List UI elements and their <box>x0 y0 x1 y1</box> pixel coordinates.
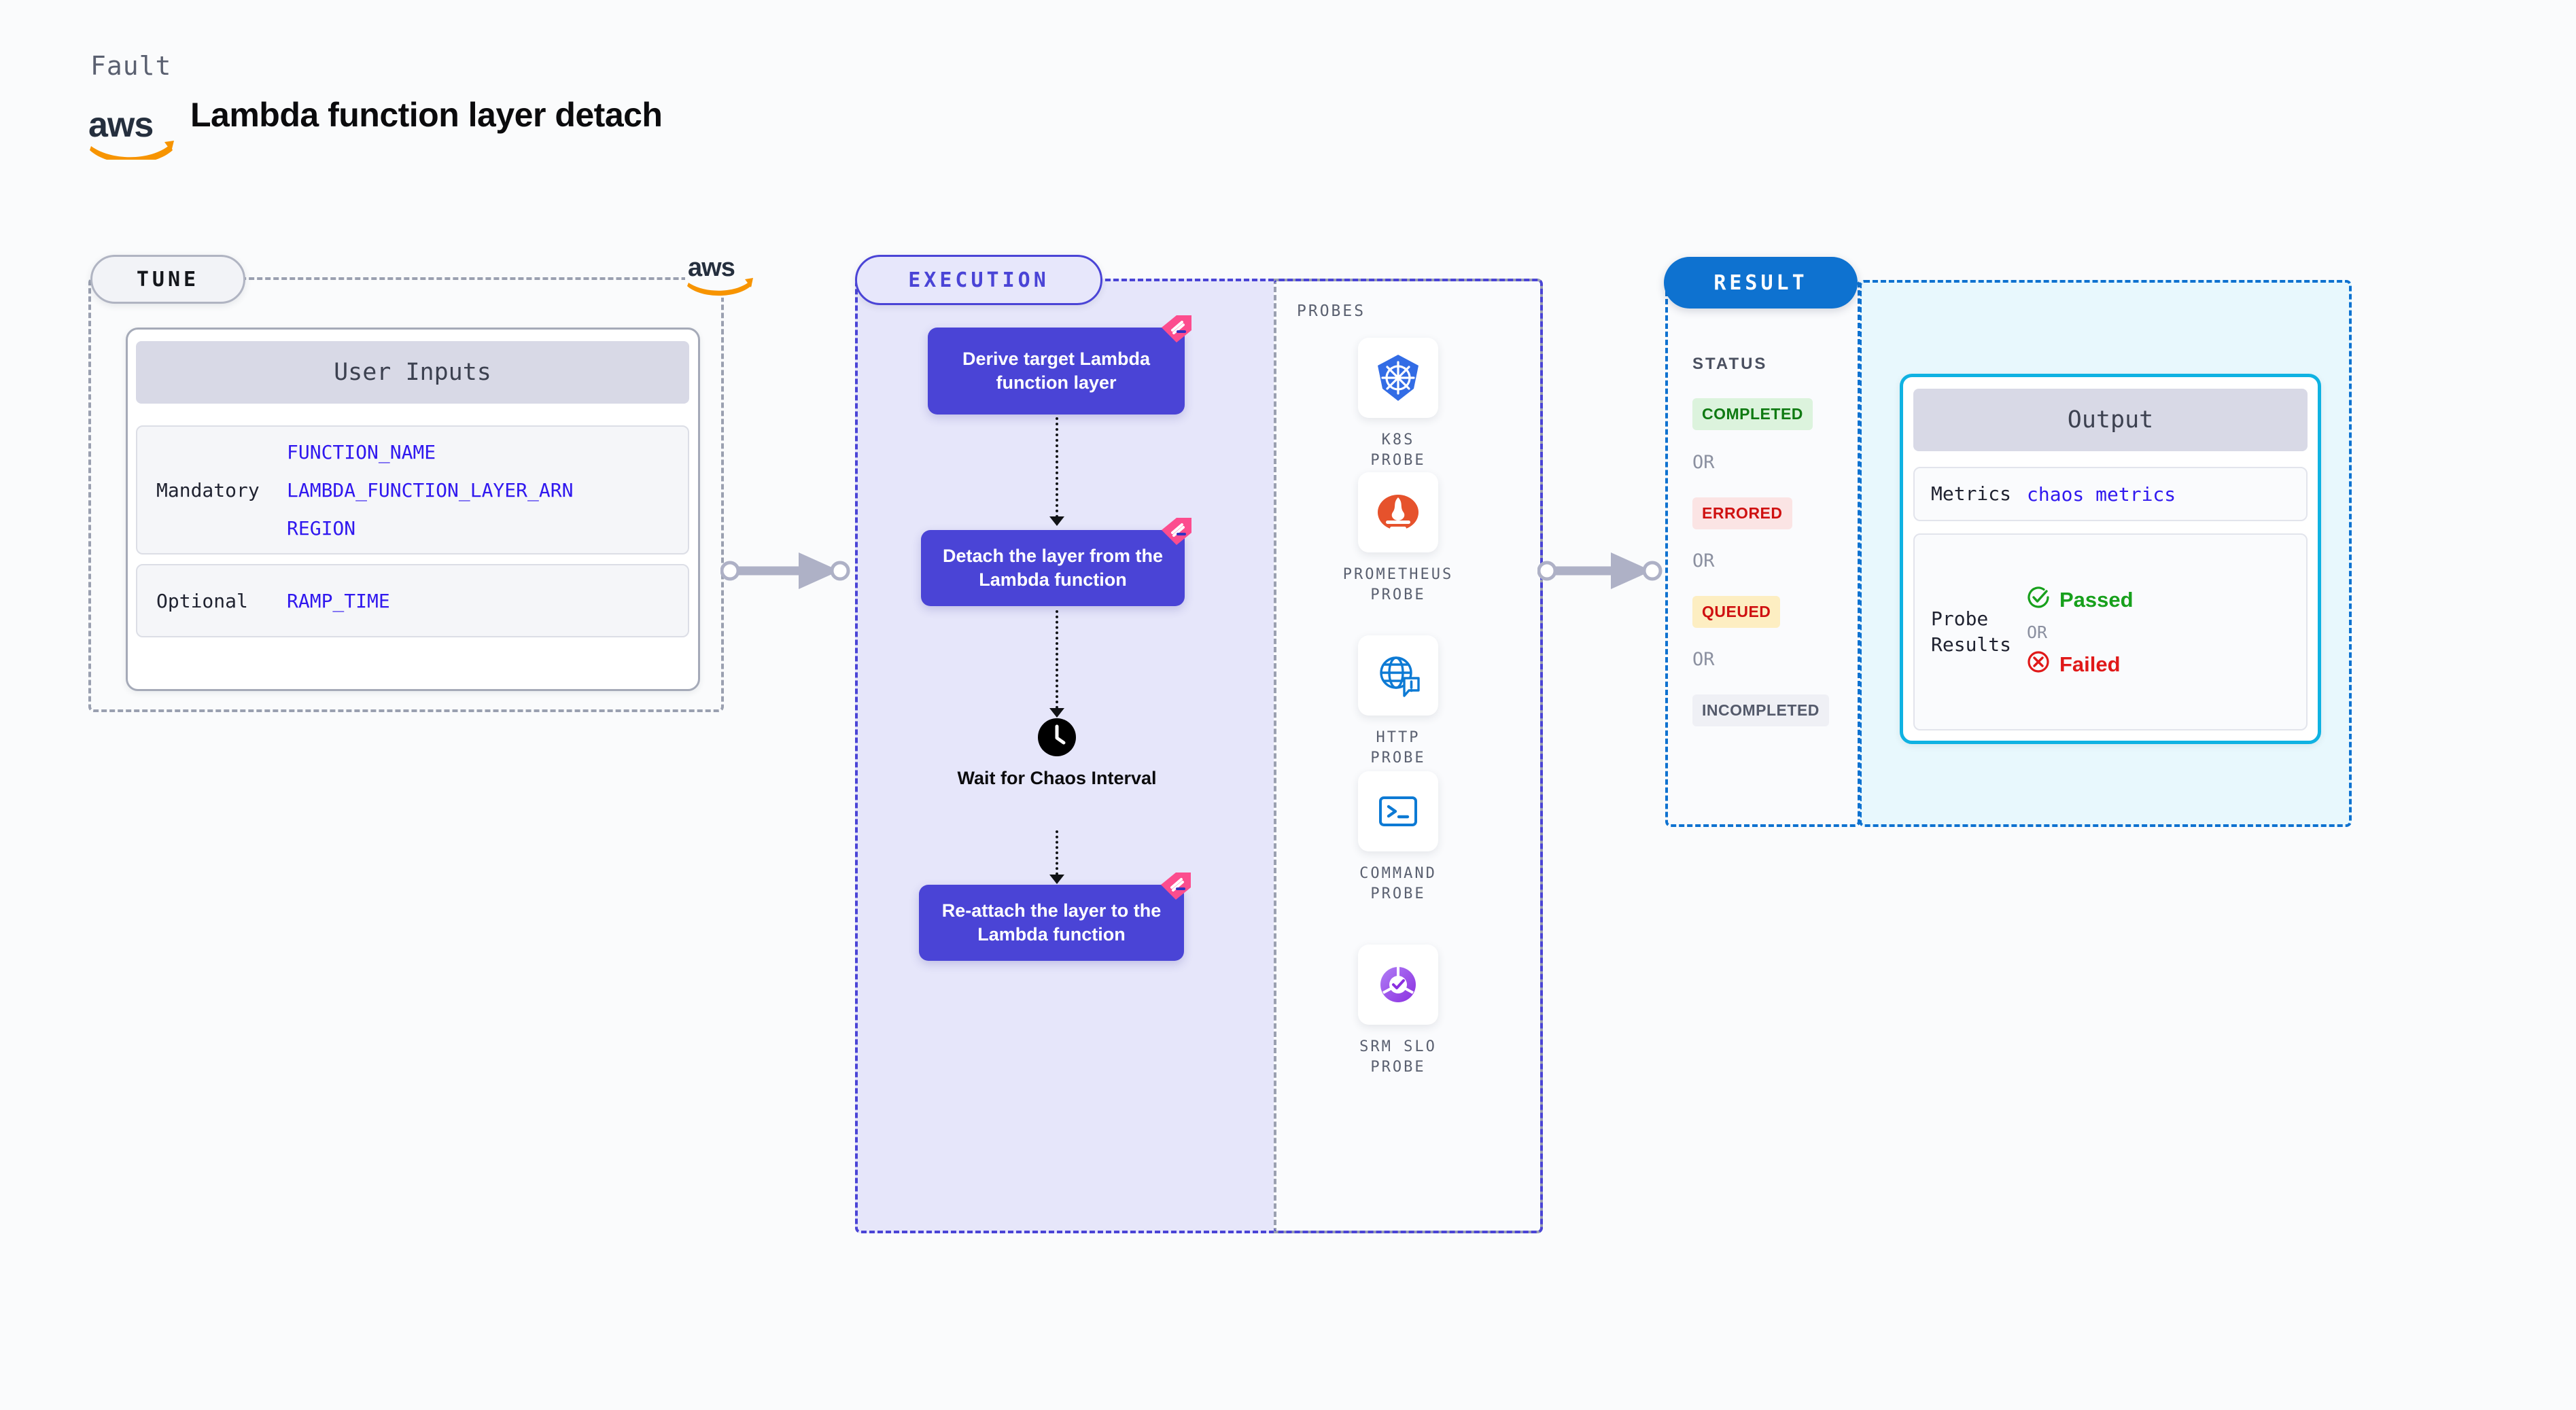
probe-prometheus-label: PROMETHEUS PROBE <box>1342 566 1454 603</box>
svg-text:aws: aws <box>88 105 153 145</box>
http-globe-warning-icon <box>1358 635 1438 716</box>
aws-badge-icon: aws <box>685 253 760 298</box>
probe-http[interactable]: HTTP PROBE <box>1357 635 1439 768</box>
probe-result-failed-label: Failed <box>2059 652 2121 676</box>
probe-srm-slo[interactable]: SRM SLO PROBE <box>1357 945 1439 1077</box>
execution-step-3[interactable]: Re-attach the layer to the Lambda functi… <box>919 873 1191 961</box>
page-title: Lambda function layer detach <box>190 96 663 134</box>
input-ramp-time[interactable]: RAMP_TIME <box>287 589 390 612</box>
status-or-2: OR <box>1692 550 1715 571</box>
optional-values: RAMP_TIME <box>287 590 390 612</box>
input-lambda-function-layer-arn[interactable]: LAMBDA_FUNCTION_LAYER_ARN <box>287 478 574 501</box>
connector-tune-to-execution <box>720 547 860 595</box>
result-status-region <box>1665 280 1860 827</box>
tune-region <box>88 277 724 712</box>
status-badge-completed: COMPLETED <box>1692 398 1813 430</box>
flow-arrowhead-3 <box>1049 875 1064 884</box>
execution-step-2-label: Detach the layer from the Lambda functio… <box>942 546 1164 590</box>
output-header: Output <box>1913 389 2308 451</box>
check-circle-icon <box>2027 586 2050 614</box>
output-probe-results-row: Probe Results Passed OR <box>1913 533 2308 730</box>
harness-chaos-icon <box>1162 315 1191 342</box>
clock-icon <box>1038 718 1076 756</box>
mandatory-label: Mandatory <box>156 478 260 501</box>
metrics-value[interactable]: chaos metrics <box>2027 482 2176 506</box>
status-or-3: OR <box>1692 649 1715 670</box>
probes-region <box>1274 279 1543 1233</box>
flow-arrowhead-1 <box>1049 516 1064 526</box>
metrics-label: Metrics <box>1931 482 2012 506</box>
user-inputs-header: User Inputs <box>136 341 689 404</box>
prometheus-icon <box>1358 472 1438 552</box>
harness-chaos-icon <box>1161 873 1191 900</box>
kubernetes-icon <box>1358 338 1438 418</box>
probe-k8s[interactable]: K8S PROBE <box>1357 338 1439 470</box>
probe-command-label: COMMAND PROBE <box>1359 865 1437 902</box>
probe-prometheus[interactable]: PROMETHEUS PROBE <box>1343 472 1451 605</box>
mandatory-values: FUNCTION_NAME LAMBDA_FUNCTION_LAYER_ARN … <box>287 441 573 540</box>
optional-inputs-group: Optional RAMP_TIME <box>136 564 689 637</box>
probe-result-passed-label: Passed <box>2059 587 2134 612</box>
execution-step-2[interactable]: Detach the layer from the Lambda functio… <box>921 518 1191 606</box>
optional-label: Optional <box>156 589 248 612</box>
output-metrics-row: Metrics chaos metrics <box>1913 467 2308 521</box>
status-badge-queued: QUEUED <box>1692 596 1781 628</box>
status-badge-errored: ERRORED <box>1692 497 1792 529</box>
input-region[interactable]: REGION <box>287 516 356 540</box>
probe-result-failed: Failed <box>2027 650 2134 679</box>
flow-arrow-1 <box>1056 417 1058 518</box>
probe-srm-slo-label: SRM SLO PROBE <box>1359 1038 1437 1076</box>
page-kicker: Fault <box>90 51 172 81</box>
probe-result-passed: Passed <box>2027 586 2134 614</box>
svg-text:aws: aws <box>688 253 735 282</box>
probe-k8s-label: K8S PROBE <box>1370 431 1426 469</box>
probe-result-or: OR <box>2027 622 2048 642</box>
terminal-icon <box>1358 771 1438 851</box>
x-circle-icon <box>2027 650 2050 679</box>
tune-pill[interactable]: TUNE <box>90 255 245 304</box>
aws-logo-icon: aws <box>88 105 177 164</box>
flow-arrow-3 <box>1056 830 1058 875</box>
status-title: STATUS <box>1692 355 1768 373</box>
flow-arrow-2 <box>1056 610 1058 709</box>
execution-step-1-label: Derive target Lambda function layer <box>962 349 1151 393</box>
harness-chaos-icon <box>1162 518 1191 545</box>
flow-arrowhead-2 <box>1049 708 1064 718</box>
result-pill[interactable]: RESULT <box>1664 257 1858 309</box>
status-or-1: OR <box>1692 452 1715 473</box>
probe-results-label: Probe Results <box>1931 607 2012 656</box>
execution-step-3-label: Re-attach the layer to the Lambda functi… <box>941 900 1162 945</box>
probes-title: PROBES <box>1297 302 1366 320</box>
probe-http-label: HTTP PROBE <box>1370 729 1426 766</box>
execution-pill[interactable]: EXECUTION <box>855 255 1102 305</box>
execution-region <box>855 279 1276 1233</box>
input-function-name[interactable]: FUNCTION_NAME <box>287 440 436 463</box>
connector-execution-to-result <box>1537 547 1670 595</box>
srm-slo-icon <box>1358 945 1438 1025</box>
wait-for-chaos-interval-label: Wait for Chaos Interval <box>957 768 1157 788</box>
status-badge-incompleted: INCOMPLETED <box>1692 694 1829 726</box>
probe-command[interactable]: COMMAND PROBE <box>1357 771 1439 904</box>
mandatory-inputs-group: Mandatory FUNCTION_NAME LAMBDA_FUNCTION_… <box>136 425 689 554</box>
probe-results-values: Passed OR Failed <box>2027 586 2134 679</box>
execution-step-1[interactable]: Derive target Lambda function layer <box>928 315 1191 415</box>
